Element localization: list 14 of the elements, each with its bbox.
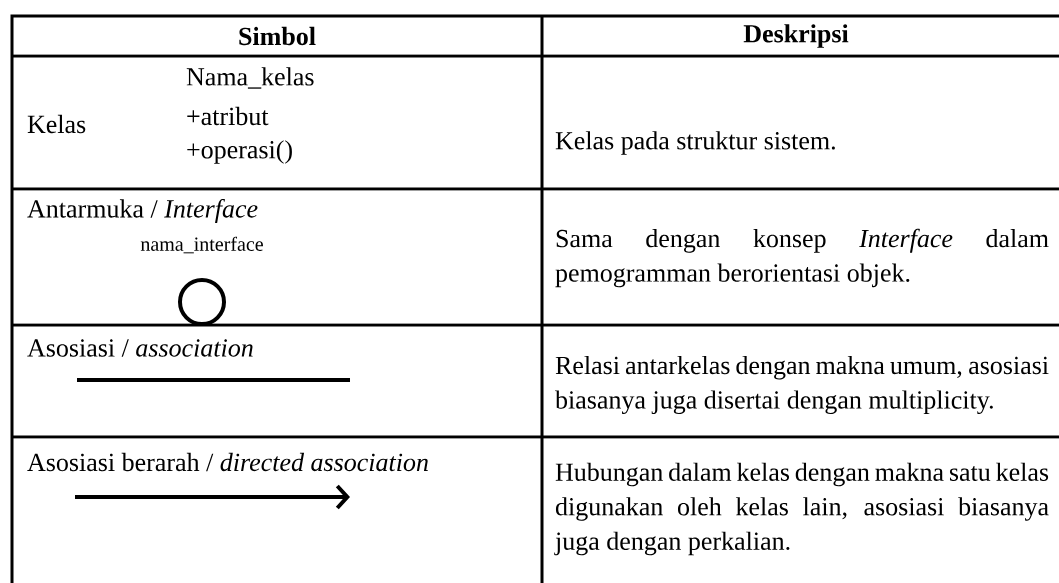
row-label: Kelas (27, 114, 86, 134)
description-text: Kelas pada struktur sistem. (555, 131, 835, 155)
interface-name: nama_interface (140, 236, 263, 254)
class-attribute: +atribut (187, 106, 269, 126)
column-header: Simbol (239, 26, 316, 46)
description-text: Relasi antarkelas dengan makna umum, asosiasi biasanya juga disertai dengan multiplicity. (555, 355, 1049, 415)
column-header: Deskripsi (743, 24, 849, 48)
class-operation: +operasi() (187, 140, 292, 164)
row-label: Antarmuka / Interface (27, 199, 258, 223)
class-name: Nama_kelas (186, 67, 314, 89)
row-label: Asosiasi / association (27, 339, 253, 357)
row-label: Asosiasi berarah / directed association (27, 452, 428, 472)
description-text: Hubungan dalam kelas dengan makna satu kelas digunakan oleh kelas lain, asosiasi biasanya juga dengan perkalian. (554, 462, 1049, 556)
description-text: Sama dengan konsep Interface dalam pemogramman berorientasi objek. (555, 228, 1049, 288)
